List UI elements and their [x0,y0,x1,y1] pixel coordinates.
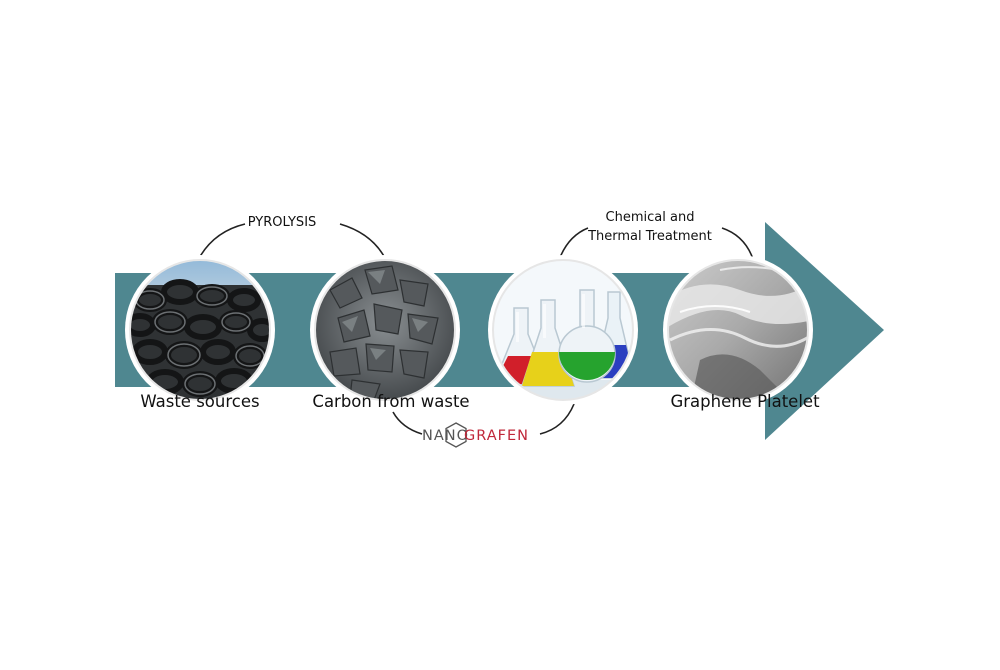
pyrolysis-label: PYROLYSIS [247,215,317,230]
carbon-from-waste-image [310,255,460,405]
chemical-treatment-line1: Chemical and [605,210,695,225]
logo-text-grafen: GRAFEN [464,428,529,444]
carbon-from-waste-label: Carbon from waste [312,392,470,411]
logo-text-nano: NANO [422,428,469,444]
graphene-platelet-label: Graphene Platelet [670,392,820,411]
hexagon-icon [445,422,467,448]
waste-sources-image [125,255,275,405]
graphene-platelet-image [663,255,813,405]
chemical-treatment-label: Chemical and Thermal Treatment [570,208,730,246]
nanografen-logo: NANO GRAFEN [422,422,529,448]
waste-sources-label: Waste sources [140,392,260,411]
chemical-treatment-line2: Thermal Treatment [588,229,712,244]
logo-arc-right [539,403,575,435]
logo-arc-left [392,411,423,435]
chemistry-flasks-image [488,255,638,405]
